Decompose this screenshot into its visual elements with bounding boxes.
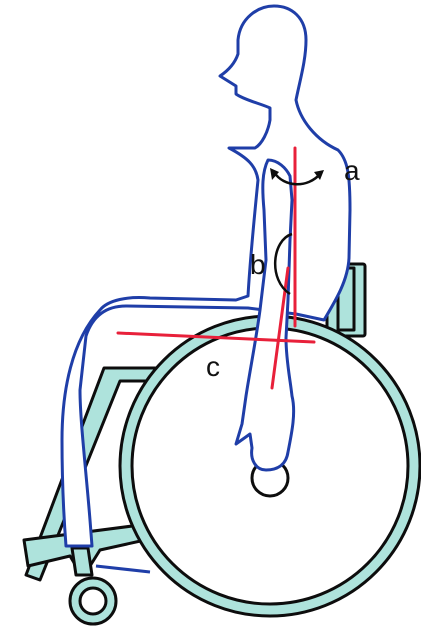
floor-line — [96, 566, 150, 572]
label-b: b — [250, 249, 266, 280]
label-a: a — [344, 155, 360, 186]
arm-outline — [236, 160, 294, 470]
label-c: c — [206, 351, 220, 382]
caster-wheel — [70, 578, 116, 624]
